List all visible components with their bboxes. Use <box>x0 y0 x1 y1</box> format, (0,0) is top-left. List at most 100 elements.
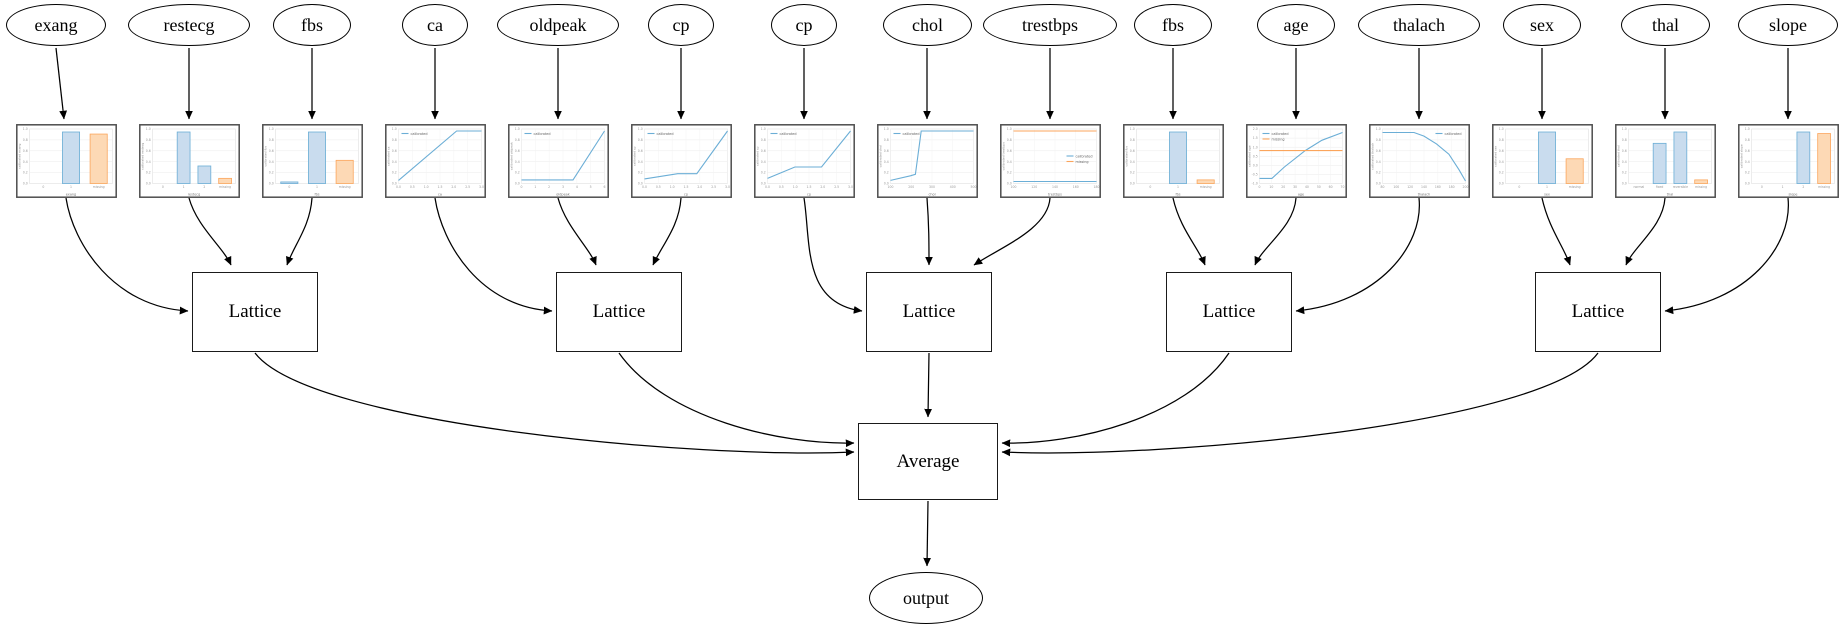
svg-text:0.4: 0.4 <box>884 160 889 164</box>
feature-node-ca: ca <box>402 4 468 46</box>
svg-text:0.0: 0.0 <box>515 182 520 186</box>
output-node: output <box>869 572 983 624</box>
svg-text:0.0: 0.0 <box>761 182 766 186</box>
svg-text:0.0: 0.0 <box>765 185 770 189</box>
svg-text:0.8: 0.8 <box>23 138 28 142</box>
svg-text:0.0: 0.0 <box>1745 182 1750 186</box>
svg-text:0.0: 0.0 <box>1130 182 1135 186</box>
svg-text:0.8: 0.8 <box>1499 138 1504 142</box>
svg-text:calibrated: calibrated <box>1076 154 1093 158</box>
svg-text:0.6: 0.6 <box>146 149 151 153</box>
svg-text:0.4: 0.4 <box>146 160 151 164</box>
svg-text:0.6: 0.6 <box>392 149 397 153</box>
svg-text:1.0: 1.0 <box>1376 127 1381 131</box>
svg-text:reversible: reversible <box>1673 185 1688 189</box>
svg-text:calibrated: calibrated <box>903 132 920 136</box>
svg-text:10: 10 <box>1269 185 1273 189</box>
svg-text:0.2: 0.2 <box>269 171 274 175</box>
svg-text:180: 180 <box>1449 185 1455 189</box>
feature-node-fbs: fbs <box>273 4 351 46</box>
svg-text:0: 0 <box>1761 185 1763 189</box>
svg-text:1.5: 1.5 <box>807 185 812 189</box>
svg-text:2.0: 2.0 <box>1253 127 1258 131</box>
svg-text:calibrated: calibrated <box>780 132 797 136</box>
svg-text:0.8: 0.8 <box>884 138 889 142</box>
svg-text:1.0: 1.0 <box>146 127 151 131</box>
svg-text:1.0: 1.0 <box>884 127 889 131</box>
svg-text:calibrated age: calibrated age <box>1248 145 1252 167</box>
svg-text:1.0: 1.0 <box>1007 127 1012 131</box>
svg-text:0.2: 0.2 <box>1376 171 1381 175</box>
lattice-node-3: Lattice <box>866 272 992 352</box>
svg-text:calibrated fbs: calibrated fbs <box>264 146 268 167</box>
svg-text:20: 20 <box>1281 185 1285 189</box>
svg-text:missing: missing <box>1818 185 1830 189</box>
svg-text:1.0: 1.0 <box>515 127 520 131</box>
svg-text:age: age <box>1298 193 1304 197</box>
svg-text:missing: missing <box>1076 160 1089 164</box>
feature-node-age: age <box>1257 4 1335 46</box>
feature-node-fbs: fbs <box>1134 4 1212 46</box>
lattice-node-4: Lattice <box>1166 272 1292 352</box>
svg-text:1.0: 1.0 <box>23 127 28 131</box>
svg-text:thal: thal <box>1667 193 1674 197</box>
feature-node-exang: exang <box>6 4 106 46</box>
svg-text:0.4: 0.4 <box>269 160 274 164</box>
svg-text:oldpeak: oldpeak <box>556 193 569 197</box>
svg-text:0.0: 0.0 <box>146 182 151 186</box>
svg-text:0.6: 0.6 <box>1622 149 1627 153</box>
svg-text:1.0: 1.0 <box>670 185 675 189</box>
svg-text:0: 0 <box>288 185 290 189</box>
svg-text:calibrated cp: calibrated cp <box>633 146 637 166</box>
feature-node-oldpeak: oldpeak <box>497 4 619 46</box>
svg-text:calibrated sex: calibrated sex <box>1494 145 1498 166</box>
svg-text:0.5: 0.5 <box>779 185 784 189</box>
svg-text:sex: sex <box>1544 193 1550 197</box>
svg-text:1.0: 1.0 <box>1253 145 1258 149</box>
svg-text:0.2: 0.2 <box>638 171 643 175</box>
svg-text:6: 6 <box>604 185 606 189</box>
svg-text:0.2: 0.2 <box>1745 171 1750 175</box>
svg-text:0.8: 0.8 <box>269 138 274 142</box>
lattice-node-5: Lattice <box>1535 272 1661 352</box>
svg-text:0.8: 0.8 <box>515 138 520 142</box>
feature-node-slope: slope <box>1738 4 1838 46</box>
svg-text:calibrated exang: calibrated exang <box>18 144 22 169</box>
svg-text:0: 0 <box>42 185 44 189</box>
svg-text:0.4: 0.4 <box>515 160 520 164</box>
svg-text:calibrated thalach: calibrated thalach <box>1371 143 1375 170</box>
svg-text:1.0: 1.0 <box>638 127 643 131</box>
svg-text:0.0: 0.0 <box>642 185 647 189</box>
svg-text:calibrated trestbps: calibrated trestbps <box>1002 142 1006 171</box>
svg-text:0.8: 0.8 <box>638 138 643 142</box>
svg-text:0.5: 0.5 <box>656 185 661 189</box>
svg-text:1.0: 1.0 <box>1499 127 1504 131</box>
svg-text:1: 1 <box>1546 185 1548 189</box>
svg-text:100: 100 <box>888 185 894 189</box>
svg-text:0.8: 0.8 <box>1130 138 1135 142</box>
svg-text:normal: normal <box>1633 185 1644 189</box>
svg-text:chol: chol <box>928 193 935 197</box>
svg-text:1.0: 1.0 <box>392 127 397 131</box>
svg-text:80: 80 <box>1381 185 1385 189</box>
svg-text:200: 200 <box>1463 185 1469 189</box>
feature-node-cp: cp <box>648 4 714 46</box>
svg-text:calibrated slope: calibrated slope <box>1740 144 1744 168</box>
feature-node-chol: chol <box>883 4 972 46</box>
svg-text:1.0: 1.0 <box>761 127 766 131</box>
svg-text:100: 100 <box>1393 185 1399 189</box>
svg-text:0: 0 <box>162 185 164 189</box>
